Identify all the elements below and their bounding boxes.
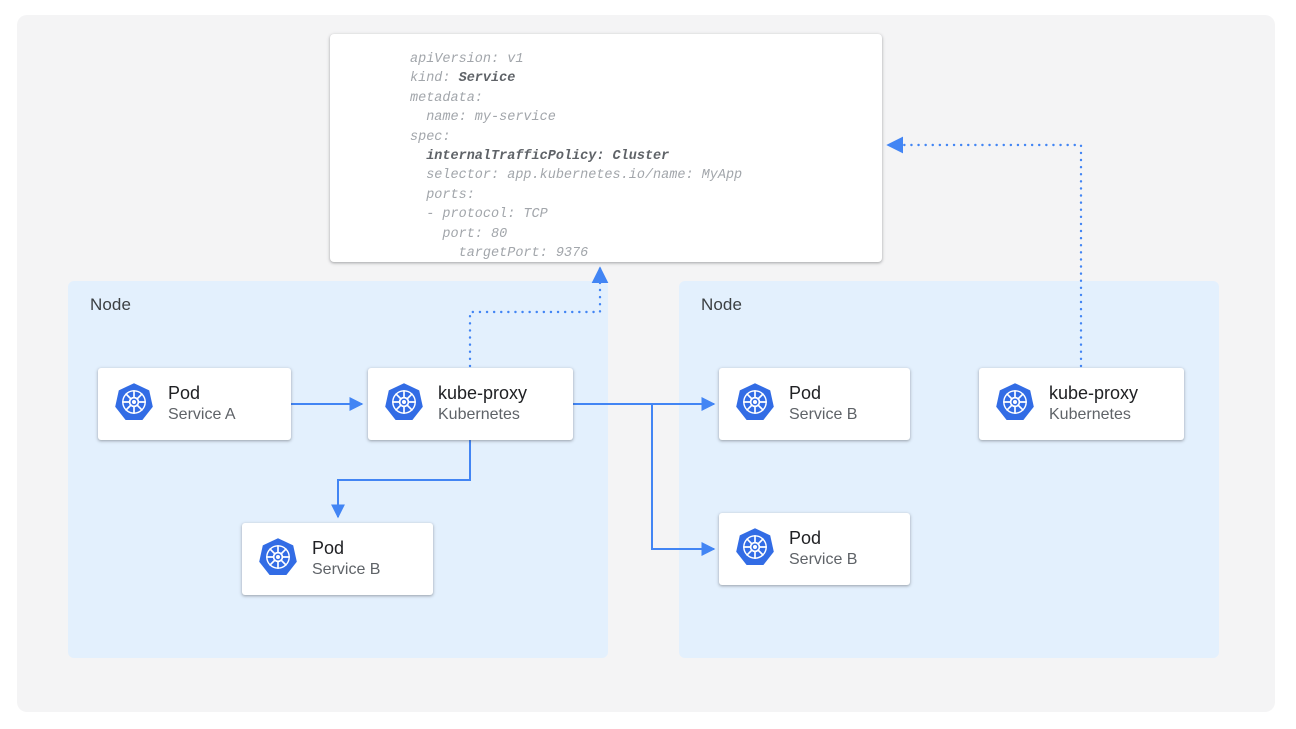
node-container-left: Node bbox=[68, 281, 608, 658]
service-spec-card: apiVersion: v1 kind: Service metadata: n… bbox=[330, 34, 882, 262]
card-text: Pod Service A bbox=[168, 383, 236, 425]
card-title: kube-proxy bbox=[1049, 382, 1139, 403]
card-subtitle: Service B bbox=[789, 406, 858, 424]
card-subtitle: Kubernetes bbox=[438, 406, 520, 424]
card-pod-service-b-local[interactable]: Pod Service B bbox=[242, 523, 433, 595]
card-text: kube-proxy Kubernetes bbox=[1049, 383, 1138, 425]
card-title: Pod bbox=[789, 527, 822, 548]
kubernetes-icon bbox=[735, 382, 775, 427]
card-pod-service-b-remote-bottom[interactable]: Pod Service B bbox=[719, 513, 910, 585]
node-label: Node bbox=[90, 295, 132, 314]
card-pod-service-b-remote-top[interactable]: Pod Service B bbox=[719, 368, 910, 440]
card-text: Pod Service B bbox=[789, 383, 857, 425]
kubernetes-icon bbox=[995, 382, 1035, 427]
card-text: kube-proxy Kubernetes bbox=[438, 383, 527, 425]
kubernetes-icon bbox=[735, 527, 775, 572]
kubernetes-icon bbox=[258, 537, 298, 582]
kubernetes-icon bbox=[114, 382, 154, 427]
card-text: Pod Service B bbox=[312, 538, 380, 580]
node-label: Node bbox=[701, 295, 743, 314]
card-subtitle: Service A bbox=[168, 406, 236, 424]
card-subtitle: Kubernetes bbox=[1049, 406, 1131, 424]
card-title: Pod bbox=[168, 382, 201, 403]
kubernetes-icon bbox=[384, 382, 424, 427]
card-title: kube-proxy bbox=[438, 382, 528, 403]
card-subtitle: Service B bbox=[789, 551, 858, 569]
node-container-right: Node bbox=[679, 281, 1219, 658]
card-subtitle: Service B bbox=[312, 561, 381, 579]
card-title: Pod bbox=[312, 537, 345, 558]
card-kube-proxy-left[interactable]: kube-proxy Kubernetes bbox=[368, 368, 573, 440]
card-title: Pod bbox=[789, 382, 822, 403]
card-text: Pod Service B bbox=[789, 528, 857, 570]
card-pod-service-a[interactable]: Pod Service A bbox=[98, 368, 291, 440]
service-spec-code: apiVersion: v1 kind: Service metadata: n… bbox=[410, 52, 743, 262]
card-kube-proxy-right[interactable]: kube-proxy Kubernetes bbox=[979, 368, 1184, 440]
